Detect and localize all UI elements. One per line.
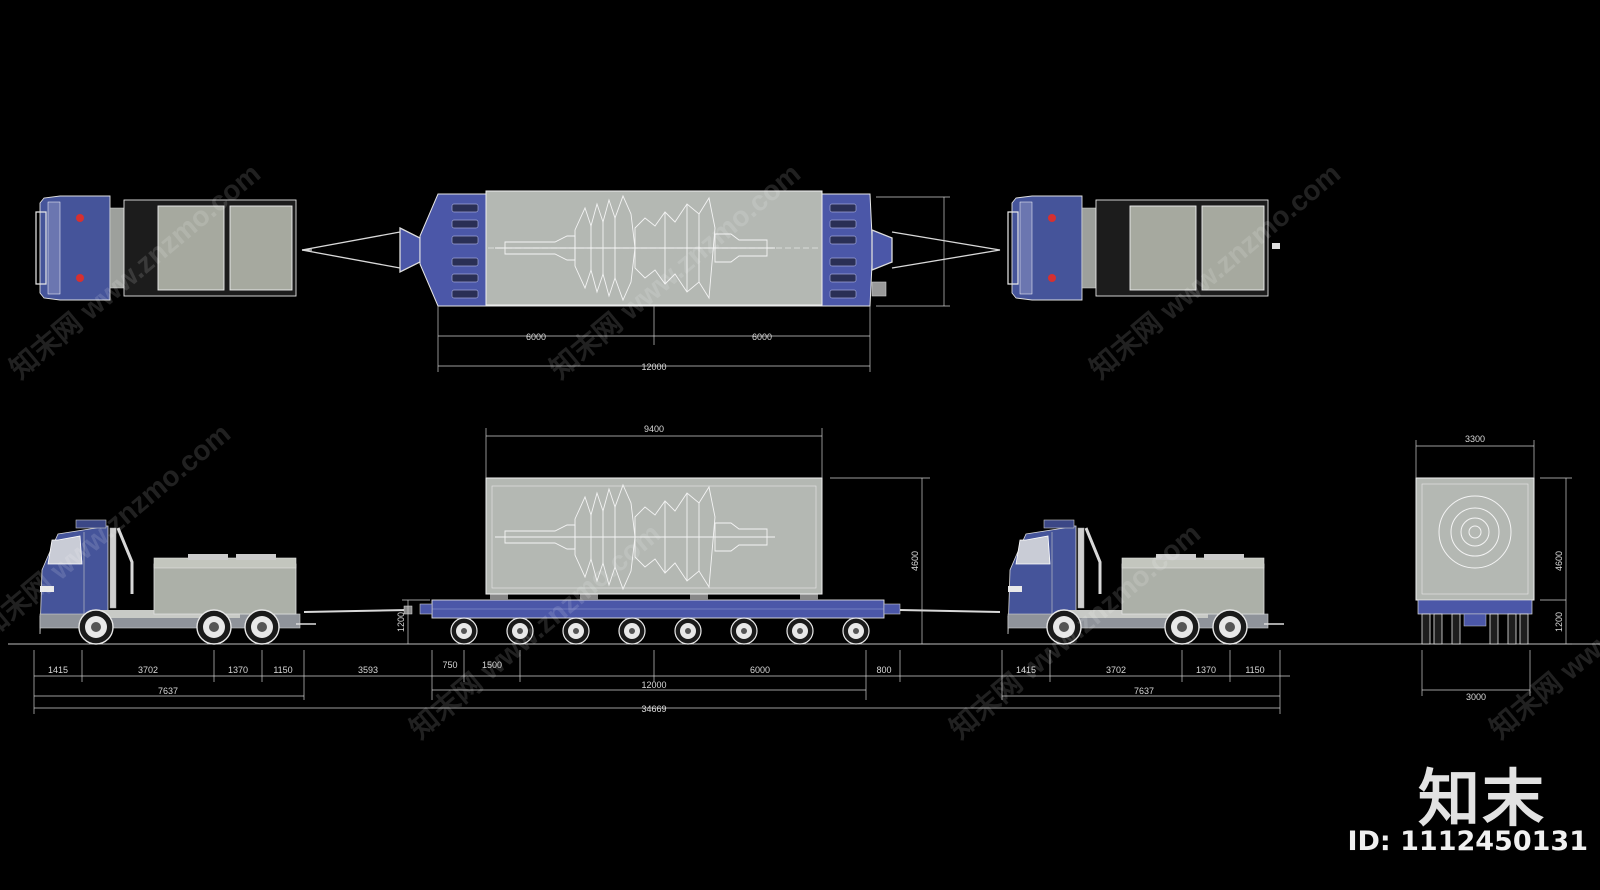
dim-end-height: 4600 [1554,551,1564,571]
dim-deck-height: 1200 [396,612,406,632]
trailer-plan [419,190,887,307]
dim-rear-truck-seg-1: 1415 [1016,665,1036,675]
dim-truck-seg-4: 1150 [273,665,292,675]
dim-cargo-height: 4600 [910,551,920,571]
dim-truck-seg-3: 1370 [228,665,248,675]
dim-overall-length: 34669 [641,704,666,714]
drawbar-left [301,226,421,274]
end-view: 3300 4600 1200 3000 [1415,434,1572,702]
side-drawbar-right [899,609,1001,613]
dim-rear-truck-length: 7637 [1134,686,1154,696]
dim-end-deck-height: 1200 [1554,612,1564,632]
end-dimension-lines [1415,440,1572,696]
plan-dimension-lines [437,196,950,372]
plan-right-hitch [1272,243,1280,249]
dim-plan-half-right: 6000 [752,332,772,342]
dim-drawbar: 3593 [358,665,378,675]
dim-rear-truck-seg-3: 1370 [1196,665,1216,675]
cargo-side [485,477,823,600]
dim-cargo-length: 9400 [644,424,664,434]
dim-plan-half-left: 6000 [526,332,546,342]
dim-rear-truck-seg-4: 1150 [1245,665,1264,675]
dim-end-trailer-width: 3000 [1466,692,1486,702]
side-dimension-lines [33,428,1290,714]
dim-rear-truck-seg-2: 3702 [1106,665,1126,675]
dim-end-cargo-width: 3300 [1465,434,1485,444]
dim-trailer-offset-2: 1500 [482,660,502,670]
dim-truck-length: 7637 [158,686,178,696]
dim-truck-seg-1: 1415 [48,665,68,675]
side-drawbar-left [303,609,409,613]
dim-trailer-offset-1: 750 [442,660,457,670]
brand-logo: 知末 [1417,762,1546,835]
modular-trailer-side [419,599,901,645]
dim-trailer-half: 6000 [750,665,770,675]
plan-view: 6000 6000 12000 [35,190,1280,372]
dim-side-trailer-length: 12000 [641,680,666,690]
side-view: 9400 4600 1200 1415 3702 1370 1150 3593 … [8,424,1600,714]
dim-trailer-overhang: 800 [876,665,891,675]
dim-plan-trailer-length: 12000 [641,362,666,372]
drawbar-right [871,229,1001,271]
dim-truck-seg-2: 3702 [138,665,158,675]
model-id: ID: 1112450131 [1347,826,1588,857]
